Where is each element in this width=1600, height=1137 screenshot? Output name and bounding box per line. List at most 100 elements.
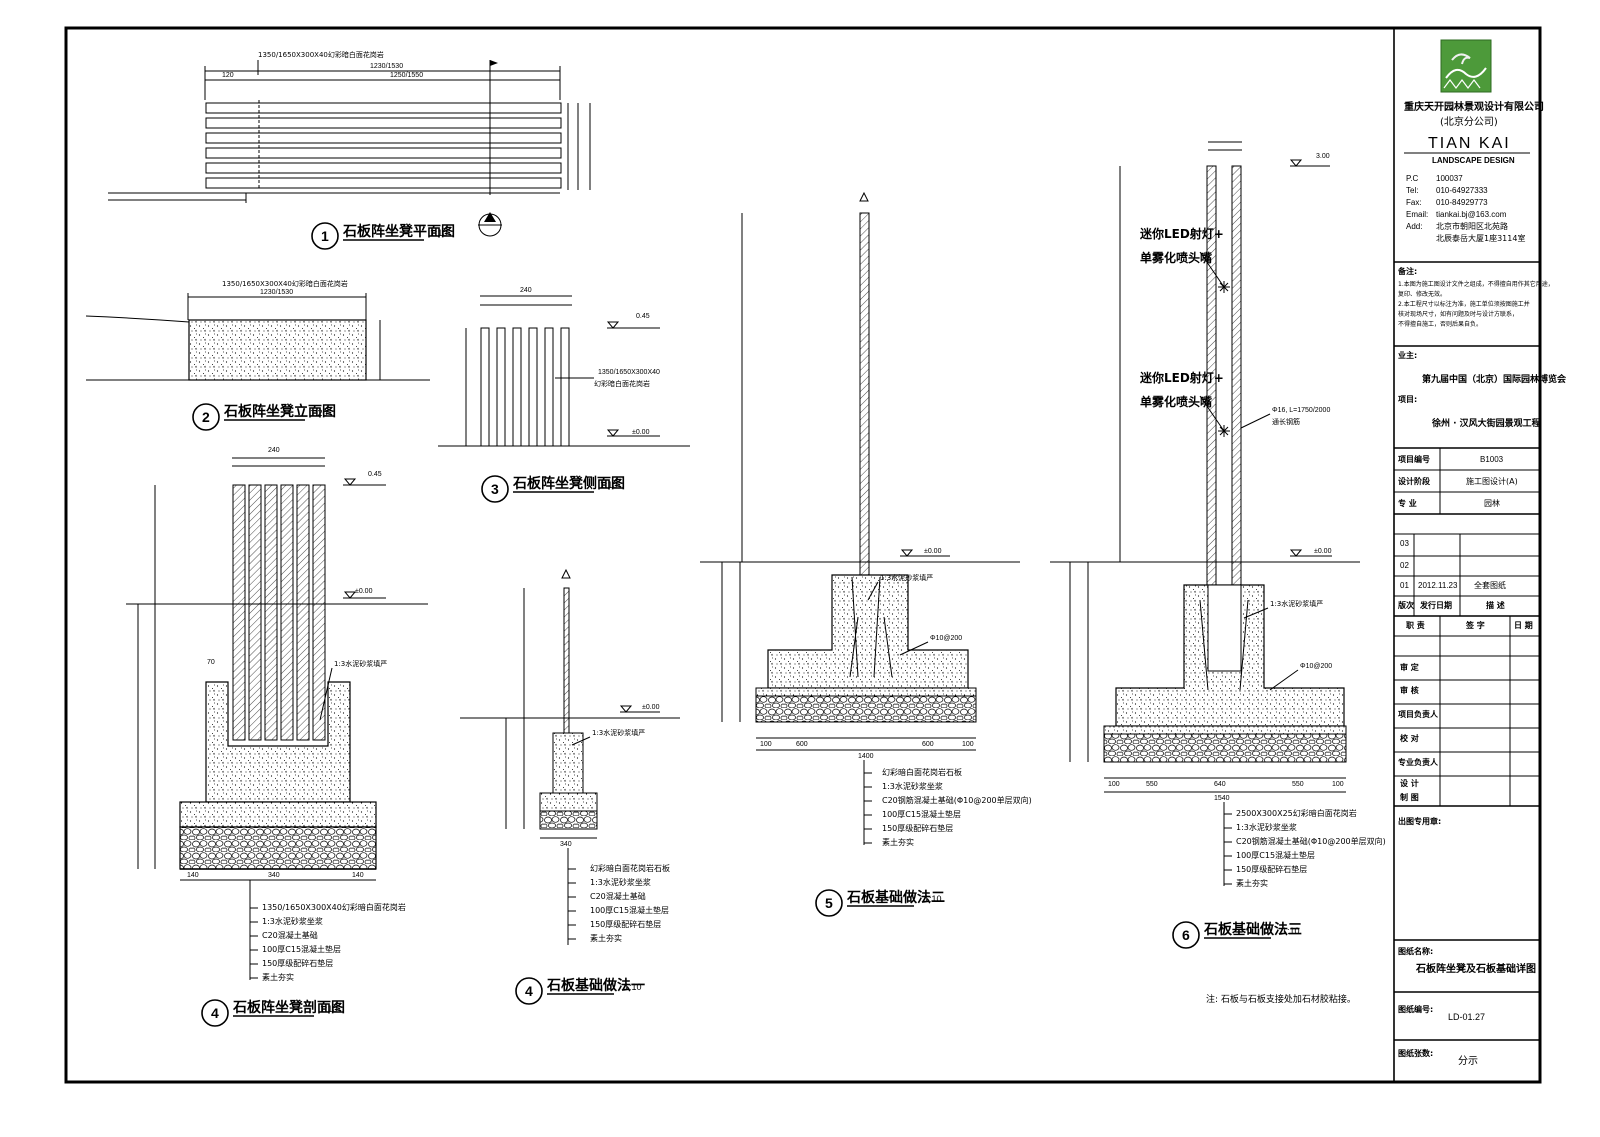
view-section: 240 0.45 ±0.00 1:3水泥砂浆填严 140 340 140 70 bbox=[126, 447, 428, 1027]
side-note2: 幻彩暗白面花岗岩 bbox=[594, 379, 650, 388]
client-label: 业主: bbox=[1398, 350, 1417, 360]
f1-layer-1: 1:3水泥砂浆坐浆 bbox=[590, 877, 651, 887]
sec4-layer-3: 100厚C15混凝土垫层 bbox=[262, 944, 341, 954]
title-row-label-1: 设计阶段 bbox=[1398, 476, 1430, 486]
f2-dim-2: 1400 bbox=[858, 753, 874, 760]
f3-layer-4: 150厚级配碎石垫层 bbox=[1236, 864, 1307, 874]
view1-title: 石板阵坐凳平面图 bbox=[342, 223, 455, 240]
view-plan: 1350/1650X300X40幻彩暗白面花岗岩 1230/1530 120 1… bbox=[108, 50, 591, 250]
viewf3-number: 6 bbox=[1182, 927, 1190, 943]
sign-header-role: 职 责 bbox=[1406, 620, 1425, 630]
view3-scale: 1:10 bbox=[600, 480, 618, 490]
notes-label: 备注: bbox=[1397, 266, 1417, 276]
title-rows: 项目编号 B1003 设计阶段 施工图设计(A) 专 业 园林 bbox=[1394, 448, 1540, 515]
revision-table: 03 02 01 2012.11.23 全套图纸 版次 发行日期 描 述 bbox=[1394, 533, 1540, 617]
f3-led-1: 迷你LED射灯+ bbox=[1139, 226, 1224, 241]
elev-dim: 1230/1530 bbox=[260, 289, 293, 296]
side-elev-000: ±0.00 bbox=[632, 429, 650, 436]
contact-value-4: 北京市朝阳区北苑路 bbox=[1436, 221, 1508, 231]
f3-dim-4: 100 bbox=[1332, 781, 1344, 788]
f2-layer-2: C20钢筋混凝土基础(Φ10@200单层双向) bbox=[882, 795, 1032, 805]
sheet-count-label: 图纸张数: bbox=[1398, 1048, 1433, 1058]
notes-line-3: 核对现场尺寸，如有问题及时与设计方联系， bbox=[1398, 310, 1518, 318]
rev-header-desc: 描 述 bbox=[1486, 600, 1505, 610]
sign-row-2: 项目负责人 bbox=[1398, 709, 1439, 719]
elev-top-callout: 1350/1650X300X40幻彩暗白面花岗岩 bbox=[222, 279, 348, 288]
company-sub-en: LANDSCAPE DESIGN bbox=[1432, 156, 1515, 165]
title-row-label-2: 专 业 bbox=[1398, 498, 1417, 508]
title-row-value-0: B1003 bbox=[1480, 455, 1504, 464]
f3-layer-5: 素土夯实 bbox=[1236, 878, 1268, 888]
plan-dim-left: 120 bbox=[222, 72, 234, 79]
f3-dim-5: 1540 bbox=[1214, 795, 1230, 802]
f3-led-2: 迷你LED射灯+ bbox=[1139, 370, 1224, 385]
view4-number: 4 bbox=[211, 1005, 219, 1021]
side-dim-total: 240 bbox=[520, 287, 532, 294]
viewf3-scale: 1:10 bbox=[1282, 926, 1300, 936]
drawing-name-value: 石板阵坐凳及石板基础详图 bbox=[1415, 962, 1536, 975]
company-name-en: TIAN KAI bbox=[1428, 135, 1511, 152]
rev-no-2: 01 bbox=[1400, 581, 1409, 590]
f2-elev-000: ±0.00 bbox=[924, 548, 942, 555]
view1-number: 1 bbox=[321, 228, 329, 244]
rev-no-1: 02 bbox=[1400, 561, 1409, 570]
view-elevation: 1350/1650X300X40幻彩暗白面花岗岩 1230/1530 2 石板阵… bbox=[85, 279, 430, 431]
title-block: 重庆天开园林景观设计有限公司 (北京分公司) TIAN KAI LANDSCAP… bbox=[1394, 39, 1567, 1067]
rev-desc-2: 全套图纸 bbox=[1474, 580, 1506, 590]
plan-top-callout: 1350/1650X300X40幻彩暗白面花岗岩 bbox=[258, 50, 384, 59]
f2-layer-4: 150厚级配碎石垫层 bbox=[882, 823, 953, 833]
rev-header-no: 版次 bbox=[1397, 600, 1414, 610]
f3-layer-list: 2500X300X25幻彩暗白面花岗岩 1:3水泥砂浆坐浆 C20钢筋混凝土基础… bbox=[1224, 808, 1386, 888]
f1-layer-5: 素土夯实 bbox=[590, 933, 622, 943]
f1-layer-list: 幻彩暗白面花岗岩石板 1:3水泥砂浆坐浆 C20混凝土基础 100厚C15混凝土… bbox=[568, 863, 670, 943]
sign-row-1: 审 核 bbox=[1400, 685, 1419, 695]
contact-label-1: Tel: bbox=[1406, 186, 1418, 195]
sign-table: 职 责 签 字 日 期 审 定 审 核 项目负责人 校 对 专业负责人 设 计 … bbox=[1394, 616, 1540, 807]
title-row-label-0: 项目编号 bbox=[1398, 454, 1430, 464]
view3-title: 石板阵坐凳侧面图 bbox=[512, 475, 625, 492]
notes-line-2: 2.本工程尺寸以标注为准，施工单位须按图施工并 bbox=[1398, 300, 1530, 308]
sign-row-6: 制 图 bbox=[1400, 792, 1419, 802]
view3-number: 3 bbox=[491, 481, 499, 497]
company-name: 重庆天开园林景观设计有限公司 bbox=[1404, 100, 1544, 113]
view-foundation-1: ±0.00 1:3水泥砂浆填严 340 幻彩暗白面花岗岩石板 1:3水泥砂浆坐浆… bbox=[460, 568, 680, 1005]
notes-lines: 1.本图为施工图设计文件之组成，不得擅自用作其它用途， 复印、修改无效。 2.本… bbox=[1398, 280, 1554, 328]
sign-row-0: 审 定 bbox=[1400, 662, 1419, 672]
contact-value-1: 010-64927333 bbox=[1436, 186, 1488, 195]
f1-elev-000: ±0.00 bbox=[642, 704, 660, 711]
drawing-no-value: LD-01.27 bbox=[1448, 1012, 1485, 1022]
client-value: 第九届中国（北京）国际园林博览会 bbox=[1422, 373, 1567, 385]
viewf2-number: 5 bbox=[825, 895, 833, 911]
sec4-layer-4: 150厚级配碎石垫层 bbox=[262, 958, 333, 968]
contact-value-2: 010-84929773 bbox=[1436, 198, 1488, 207]
elev-bench-block bbox=[188, 319, 367, 381]
title-row-value-1: 施工图设计(A) bbox=[1466, 476, 1518, 486]
f3-dim-0: 100 bbox=[1108, 781, 1120, 788]
rev-date-2: 2012.11.23 bbox=[1418, 581, 1458, 590]
company-branch: (北京分公司) bbox=[1440, 115, 1498, 128]
f3-layer-2: C20钢筋混凝土基础(Φ10@200单层双向) bbox=[1236, 836, 1386, 846]
notes-line-4: 不得擅自施工，否则后果自负。 bbox=[1398, 320, 1482, 328]
sec4-dim-m: 340 bbox=[268, 872, 280, 879]
sec4-layer-5: 素土夯实 bbox=[262, 972, 294, 982]
f3-mist-1: 单雾化喷头嘴 bbox=[1140, 250, 1212, 265]
f2-rebar: Φ10@200 bbox=[930, 635, 962, 642]
title-row-value-2: 园林 bbox=[1484, 498, 1500, 508]
sec4-dim-r: 140 bbox=[352, 872, 364, 879]
f2-dim-1: 600 bbox=[796, 741, 808, 748]
f1-layer-4: 150厚级配碎石垫层 bbox=[590, 919, 661, 929]
sec4-layer-0: 1350/1650X300X40幻彩暗白面花岗岩 bbox=[262, 902, 406, 912]
f1-dim: 340 bbox=[560, 841, 572, 848]
sec4-dim-l: 140 bbox=[187, 872, 199, 879]
f3-dim-2: 640 bbox=[1214, 781, 1226, 788]
side-elev-045: 0.45 bbox=[636, 313, 650, 320]
f3-elev-300: 3.00 bbox=[1316, 153, 1330, 160]
sign-row-5: 设 计 bbox=[1400, 778, 1419, 788]
f3-layer-1: 1:3水泥砂浆坐浆 bbox=[1236, 822, 1297, 832]
view2-number: 2 bbox=[202, 409, 210, 425]
viewf3-title: 石板基础做法三 bbox=[1203, 921, 1302, 938]
f3-anchor1: Φ16, L=1750/2000 bbox=[1272, 407, 1330, 414]
view-side: 240 0.45 ±0.00 1350/1650X300X40 幻彩暗白面花岗岩… bbox=[438, 287, 690, 503]
sec4-dim-70: 70 bbox=[207, 659, 215, 666]
